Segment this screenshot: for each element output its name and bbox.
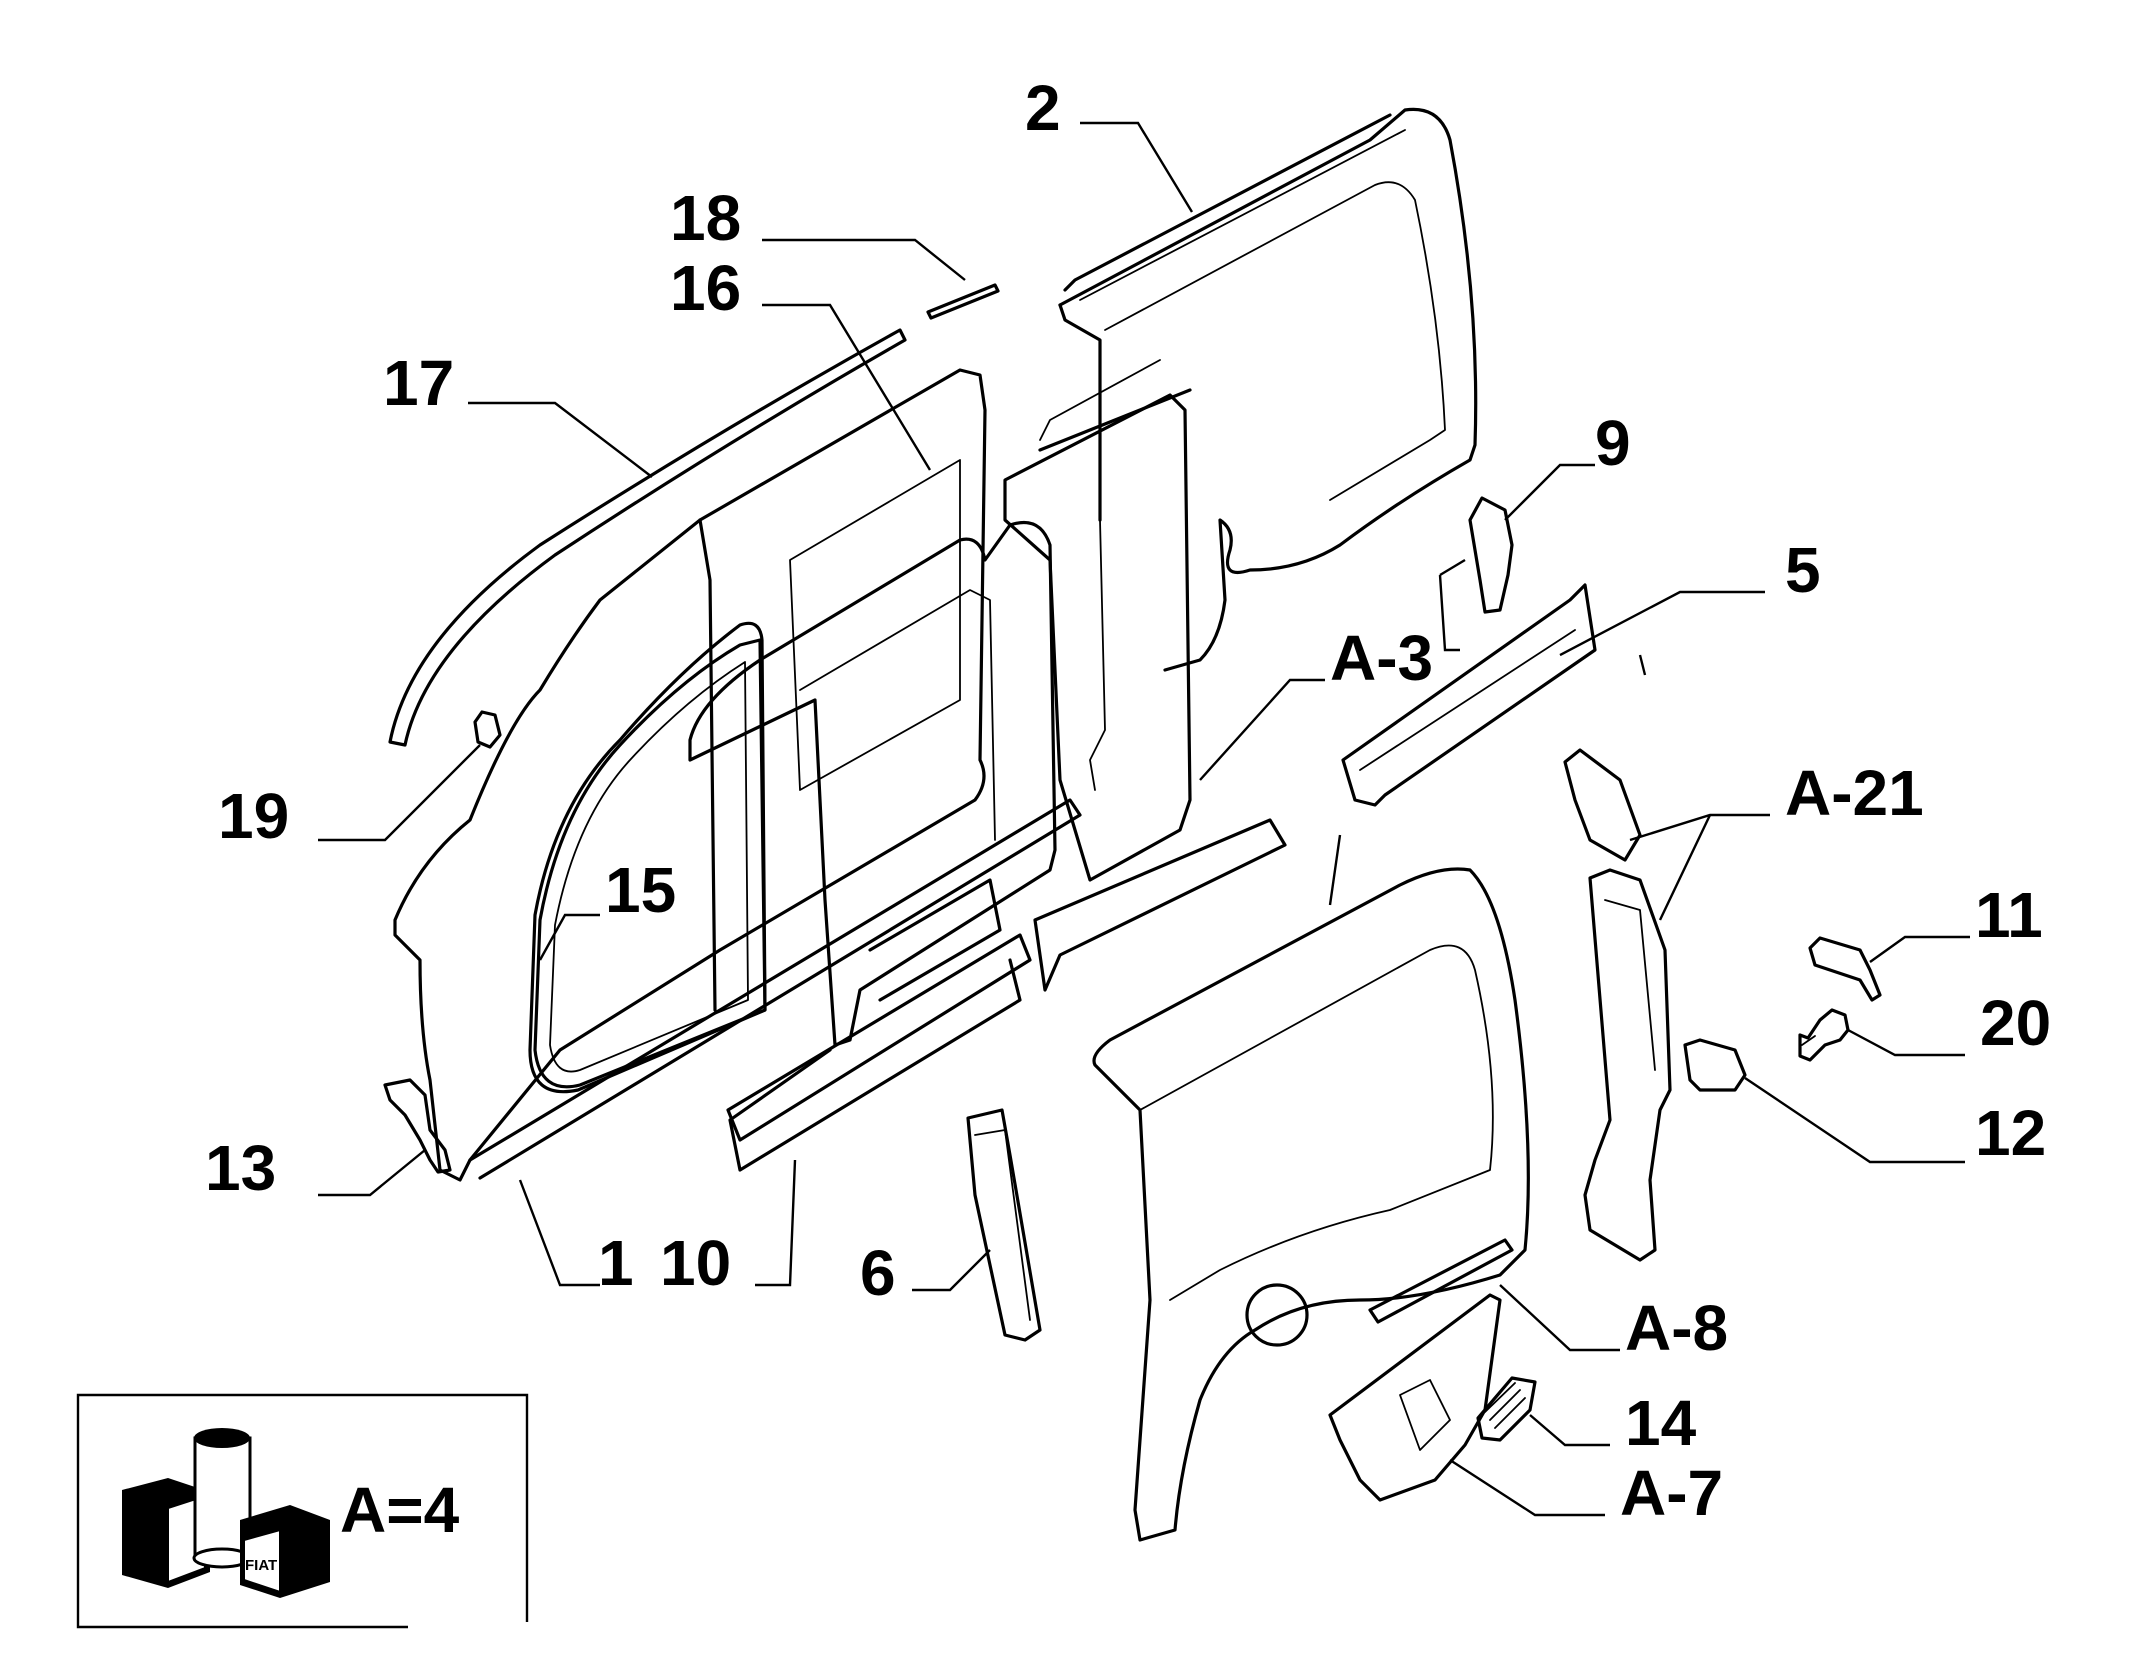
- part-12-latch: [1683, 1038, 1747, 1092]
- part-1-side-frame: [393, 368, 1082, 1182]
- part-16-inner-frame: [688, 359, 1161, 1172]
- label-A-21: A-21: [1785, 757, 1924, 829]
- part-A7-wheel-arch: [1328, 1293, 1502, 1502]
- part-A8-strip: [1368, 1238, 1514, 1324]
- label-17: 17: [383, 347, 454, 419]
- part-A21-rear-pillar: [1563, 748, 1672, 1262]
- part-5-cross-member: [1341, 583, 1597, 807]
- part-11-bracket: [1808, 936, 1882, 1002]
- label-20: 20: [1980, 987, 2051, 1059]
- label-5: 5: [1785, 534, 1821, 606]
- label-19: 19: [218, 780, 289, 852]
- label-6: 6: [860, 1237, 896, 1309]
- legend-box: FIAT A=4: [76, 1393, 529, 1629]
- part-2-rear-side-panel: [1058, 107, 1478, 672]
- leader-lines: [318, 121, 1970, 1517]
- label-16: 16: [670, 252, 741, 324]
- part-20-bolt: [1798, 1008, 1850, 1062]
- label-13: 13: [205, 1132, 276, 1204]
- part-A3-pillar: [1003, 388, 1192, 882]
- label-9: 9: [1595, 407, 1631, 479]
- part-10-sill: [726, 933, 1032, 1142]
- part-13-clip: [383, 1078, 452, 1174]
- part-17-roof-seal: [388, 328, 907, 747]
- part-15-door-seal: [528, 621, 767, 1094]
- label-1: 1: [598, 1227, 634, 1299]
- label-12: 12: [1975, 1097, 2046, 1169]
- part-6-pillar-trim: [966, 1108, 1042, 1342]
- legend-logo-text: FIAT: [245, 1557, 277, 1574]
- part-A3-sill: [1033, 818, 1287, 992]
- label-11: 11: [1975, 879, 2043, 951]
- label-18: 18: [670, 182, 741, 254]
- adhesive-can-cube-icon: FIAT: [122, 1428, 330, 1598]
- callout-labels: 2 18 16 17 9 5 A-3 A-21 19 15 11 20 12 1…: [205, 72, 2051, 1529]
- label-10: 10: [660, 1227, 731, 1299]
- part-18-strip: [926, 283, 1000, 320]
- part-door-panel: [1092, 867, 1530, 1542]
- label-A-3: A-3: [1330, 622, 1433, 694]
- part-14-grille: [1476, 1376, 1537, 1442]
- part-9-bracket: [1468, 496, 1514, 614]
- label-A-8: A-8: [1625, 1292, 1728, 1364]
- label-14: 14: [1625, 1387, 1697, 1459]
- part-19-plate: [473, 710, 502, 749]
- label-15: 15: [605, 854, 676, 926]
- label-A-7: A-7: [1620, 1457, 1723, 1529]
- label-2: 2: [1025, 72, 1061, 144]
- legend-text: A=4: [340, 1474, 460, 1546]
